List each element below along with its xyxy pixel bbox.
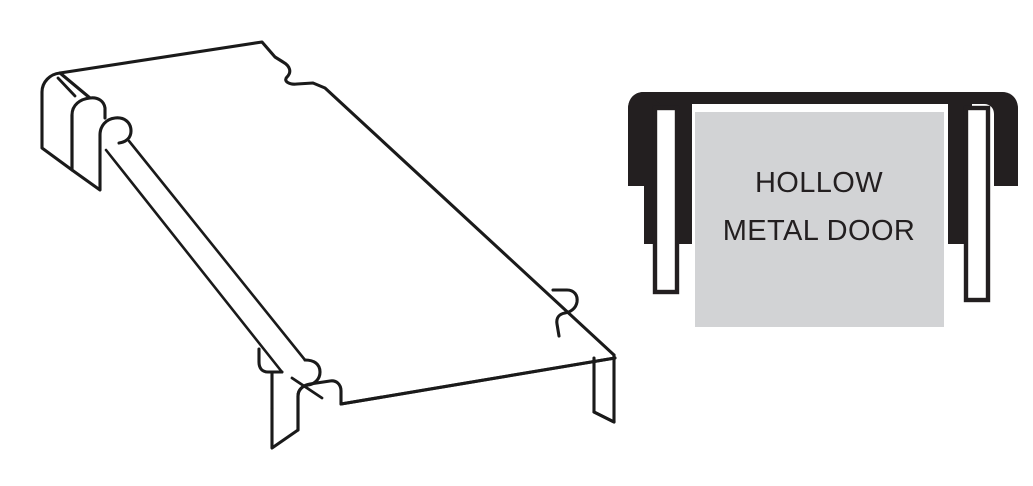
iso-front-flange-lower-edge [104,148,284,374]
iso-front-flange-notch [257,347,284,374]
iso-front-soffit-return [296,356,617,432]
iso-front-flange-upper-edge [127,139,307,362]
iso-right-flange-notch [551,288,579,338]
iso-left-end-stop-hook [88,96,107,120]
iso-front-notch-tick [290,376,324,400]
iso-left-end-tick [56,76,77,98]
left-jamb-bar [652,105,680,295]
right-jamb-bar [963,105,991,303]
hollow-metal-frame-channel-isometric [40,40,617,450]
head-frame-right-outer-return [994,92,1018,186]
iso-right-end-soffit-edge [339,356,617,406]
iso-left-end-return-leg [70,113,133,192]
head-frame-left-outer-return [628,92,652,186]
hollow-metal-door-frame-section: HOLLOW METAL DOOR [628,92,1018,327]
iso-right-end-leg-bottom [592,410,616,424]
door-label-line-1: HOLLOW [755,167,883,199]
door-panel [695,112,944,327]
iso-top-web-outline [40,40,616,357]
door-label-line-2: METAL DOOR [723,215,916,247]
